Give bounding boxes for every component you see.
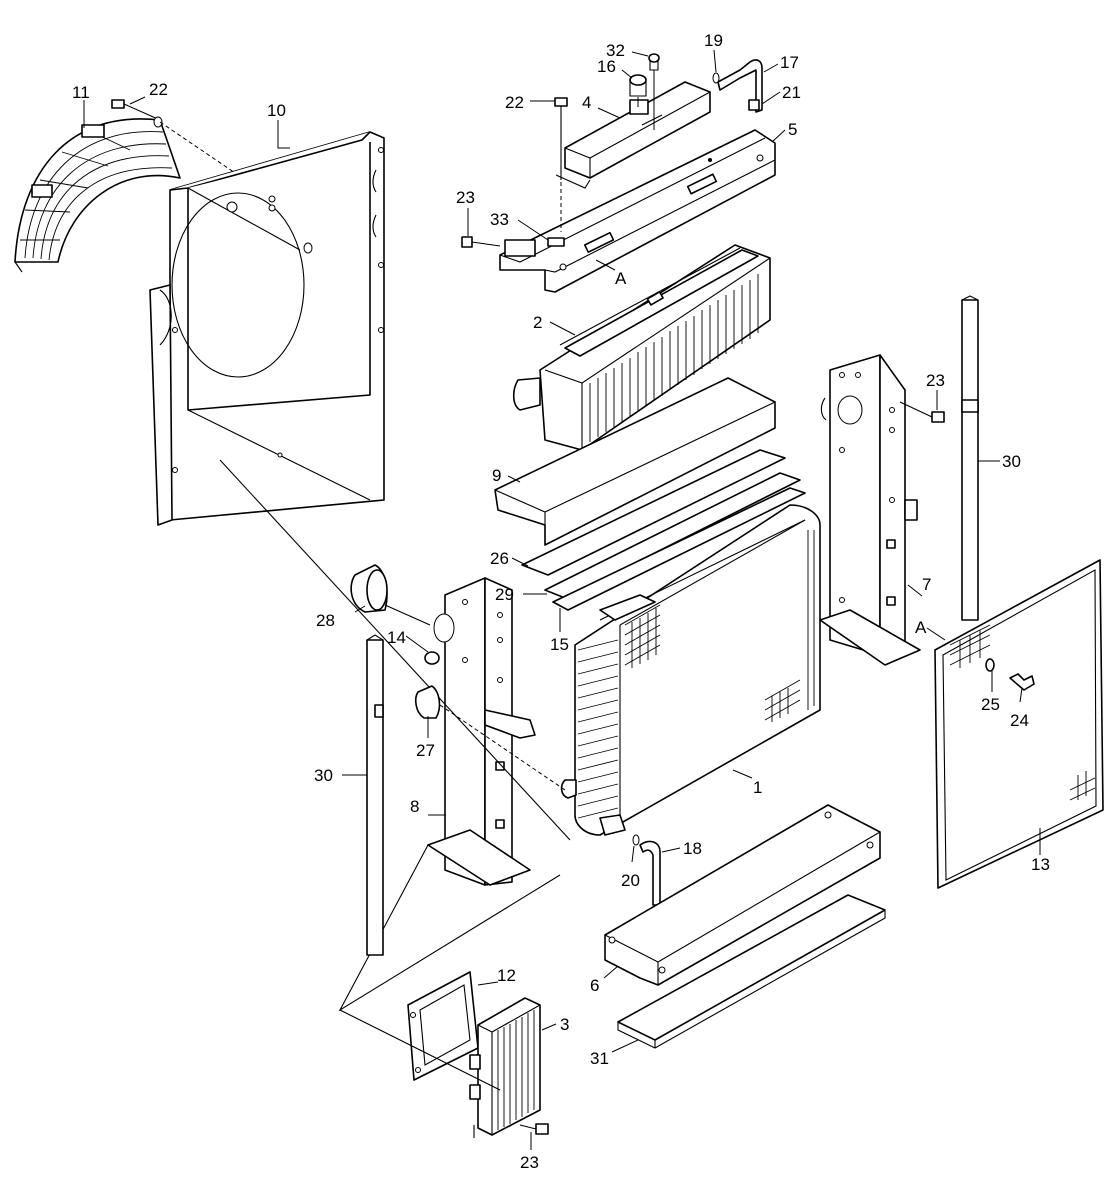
callout-5: 5 — [788, 120, 797, 139]
callout-23-right: 23 — [926, 371, 945, 390]
callout-30-right: 30 — [1002, 452, 1021, 471]
callout-28: 28 — [316, 611, 335, 630]
callout-1: 1 — [753, 778, 762, 797]
callout-30-left: 30 — [314, 766, 333, 785]
callout-23-bottom: 23 — [520, 1153, 539, 1172]
callout-21: 21 — [782, 83, 801, 102]
callout-8: 8 — [410, 797, 419, 816]
bolt-22-left — [111, 99, 163, 128]
callout-32: 32 — [606, 41, 625, 60]
bolt-23-right — [899, 401, 945, 423]
callout-17: 17 — [780, 53, 799, 72]
seal-strip-15 — [552, 487, 806, 611]
callout-2: 2 — [533, 313, 542, 332]
right-side-bracket — [819, 354, 921, 666]
callout-16: 16 — [597, 57, 616, 76]
callout-7: 7 — [922, 575, 931, 594]
callout-24: 24 — [1010, 711, 1029, 730]
grommet-14 — [424, 651, 440, 665]
seal-strip-29 — [544, 472, 801, 599]
callout-23-top: 23 — [456, 188, 475, 207]
vent-32 — [648, 53, 660, 71]
oil-cooler — [469, 997, 541, 1138]
reservoir-tank — [555, 81, 711, 189]
cover-plate — [494, 377, 776, 546]
callout-3: 3 — [560, 1015, 569, 1034]
fan-shroud — [149, 131, 385, 526]
callout-25: 25 — [981, 695, 1000, 714]
pad-33 — [547, 237, 565, 247]
cap-16 — [629, 74, 647, 97]
seal-strip-26 — [521, 449, 786, 576]
bushing-28 — [350, 564, 388, 613]
rear-screen — [934, 559, 1104, 889]
washer-25 — [985, 658, 995, 672]
callout-20: 20 — [621, 871, 640, 890]
callout-19: 19 — [704, 31, 723, 50]
callout-12: 12 — [497, 966, 516, 985]
callout-31: 31 — [590, 1049, 609, 1068]
callout-15: 15 — [550, 635, 569, 654]
callout-27: 27 — [416, 741, 435, 760]
callout-14: 14 — [387, 628, 406, 647]
callout-22-left: 22 — [149, 80, 168, 99]
bottom-strip — [617, 894, 886, 1049]
bolt-23-top — [461, 236, 501, 248]
callout-22-top: 22 — [505, 93, 524, 112]
ref-a-right: A — [915, 618, 927, 637]
callout-26: 26 — [490, 549, 509, 568]
wing-bolt-24 — [1009, 673, 1035, 691]
fan-guard — [14, 118, 181, 273]
callout-13: 13 — [1031, 855, 1050, 874]
bolt-23-bottom — [519, 1123, 549, 1135]
callout-labels: 11 22 10 22 4 16 32 19 17 21 5 23 33 A 2… — [72, 31, 1050, 1172]
callout-6: 6 — [590, 976, 599, 995]
gasket-12 — [407, 971, 479, 1081]
hose-18 — [639, 840, 661, 906]
seal-strip-30-right — [961, 295, 979, 621]
clamp-20 — [632, 834, 640, 846]
overflow-hose — [712, 59, 763, 113]
bushing-27 — [414, 685, 441, 719]
leader-lines — [83, 49, 1041, 1150]
ref-a-top: A — [615, 269, 627, 288]
lower-bracket — [604, 804, 881, 986]
charge-air-cooler — [512, 244, 771, 451]
radiator-core — [560, 504, 821, 836]
callout-29: 29 — [495, 585, 514, 604]
callout-33: 33 — [490, 210, 509, 229]
top-bracket — [499, 129, 776, 293]
bolt-22-top — [554, 97, 568, 232]
callout-18: 18 — [683, 839, 702, 858]
callout-11: 11 — [72, 83, 90, 102]
left-side-bracket — [427, 577, 536, 886]
callout-4: 4 — [582, 93, 591, 112]
seal-strip-30-left — [366, 634, 384, 956]
callout-10: 10 — [267, 101, 286, 120]
callout-9: 9 — [492, 466, 501, 485]
